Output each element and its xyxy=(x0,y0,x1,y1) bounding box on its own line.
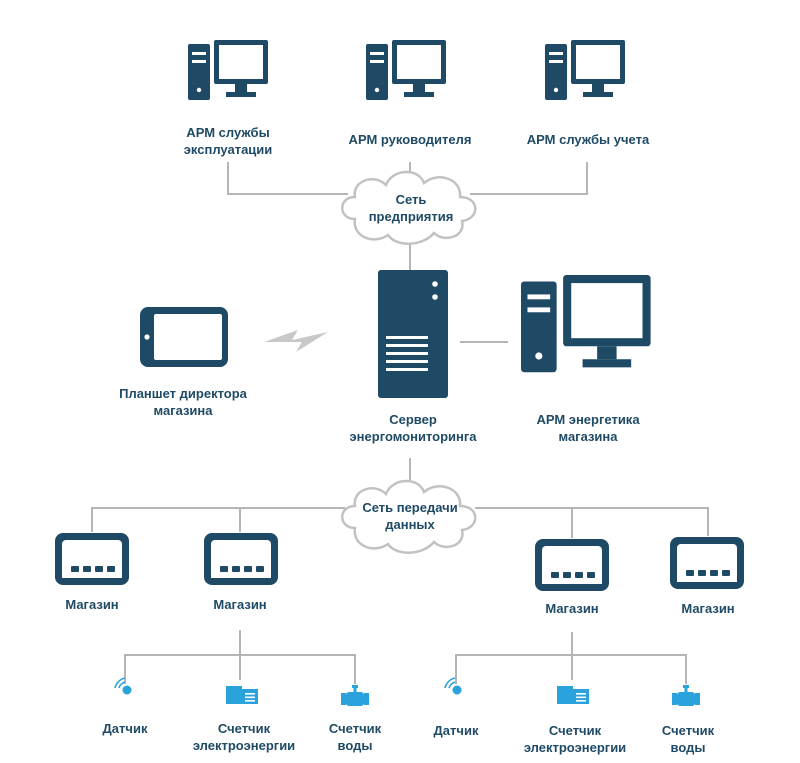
sensor-icon-right xyxy=(444,677,463,696)
server-icon xyxy=(378,270,448,398)
store-meter-icon-4 xyxy=(670,537,744,589)
label-sensor-right: Датчик xyxy=(433,723,479,738)
store-meter-icon-2 xyxy=(204,533,278,585)
label-workstation-accounting: АРМ службы учета xyxy=(526,132,650,147)
workstation-icon-accounting xyxy=(545,40,625,100)
water-meter-icon-right xyxy=(672,685,700,706)
sensor-icon-left xyxy=(114,677,133,696)
store-meter-icon-3 xyxy=(535,539,609,591)
electric-meter-icon-right xyxy=(557,686,589,704)
label-sensor-left: Датчик xyxy=(102,721,148,736)
water-meter-icon-left xyxy=(341,685,369,706)
label-store-4: Магазин xyxy=(681,601,735,616)
workstation-icon-operations xyxy=(188,40,268,100)
label-store-3: Магазин xyxy=(545,601,599,616)
connector-lines xyxy=(91,162,709,684)
workstation-icon-energy xyxy=(521,275,651,373)
workstation-icon-manager xyxy=(366,40,446,100)
wireless-link-icon xyxy=(264,330,328,352)
electric-meter-icon-left xyxy=(226,686,258,704)
label-workstation-manager: АРМ руководителя xyxy=(348,132,472,147)
tablet-icon xyxy=(140,307,228,367)
label-store-1: Магазин xyxy=(65,597,119,612)
store-meter-icon-1 xyxy=(55,533,129,585)
label-store-2: Магазин xyxy=(213,597,267,612)
